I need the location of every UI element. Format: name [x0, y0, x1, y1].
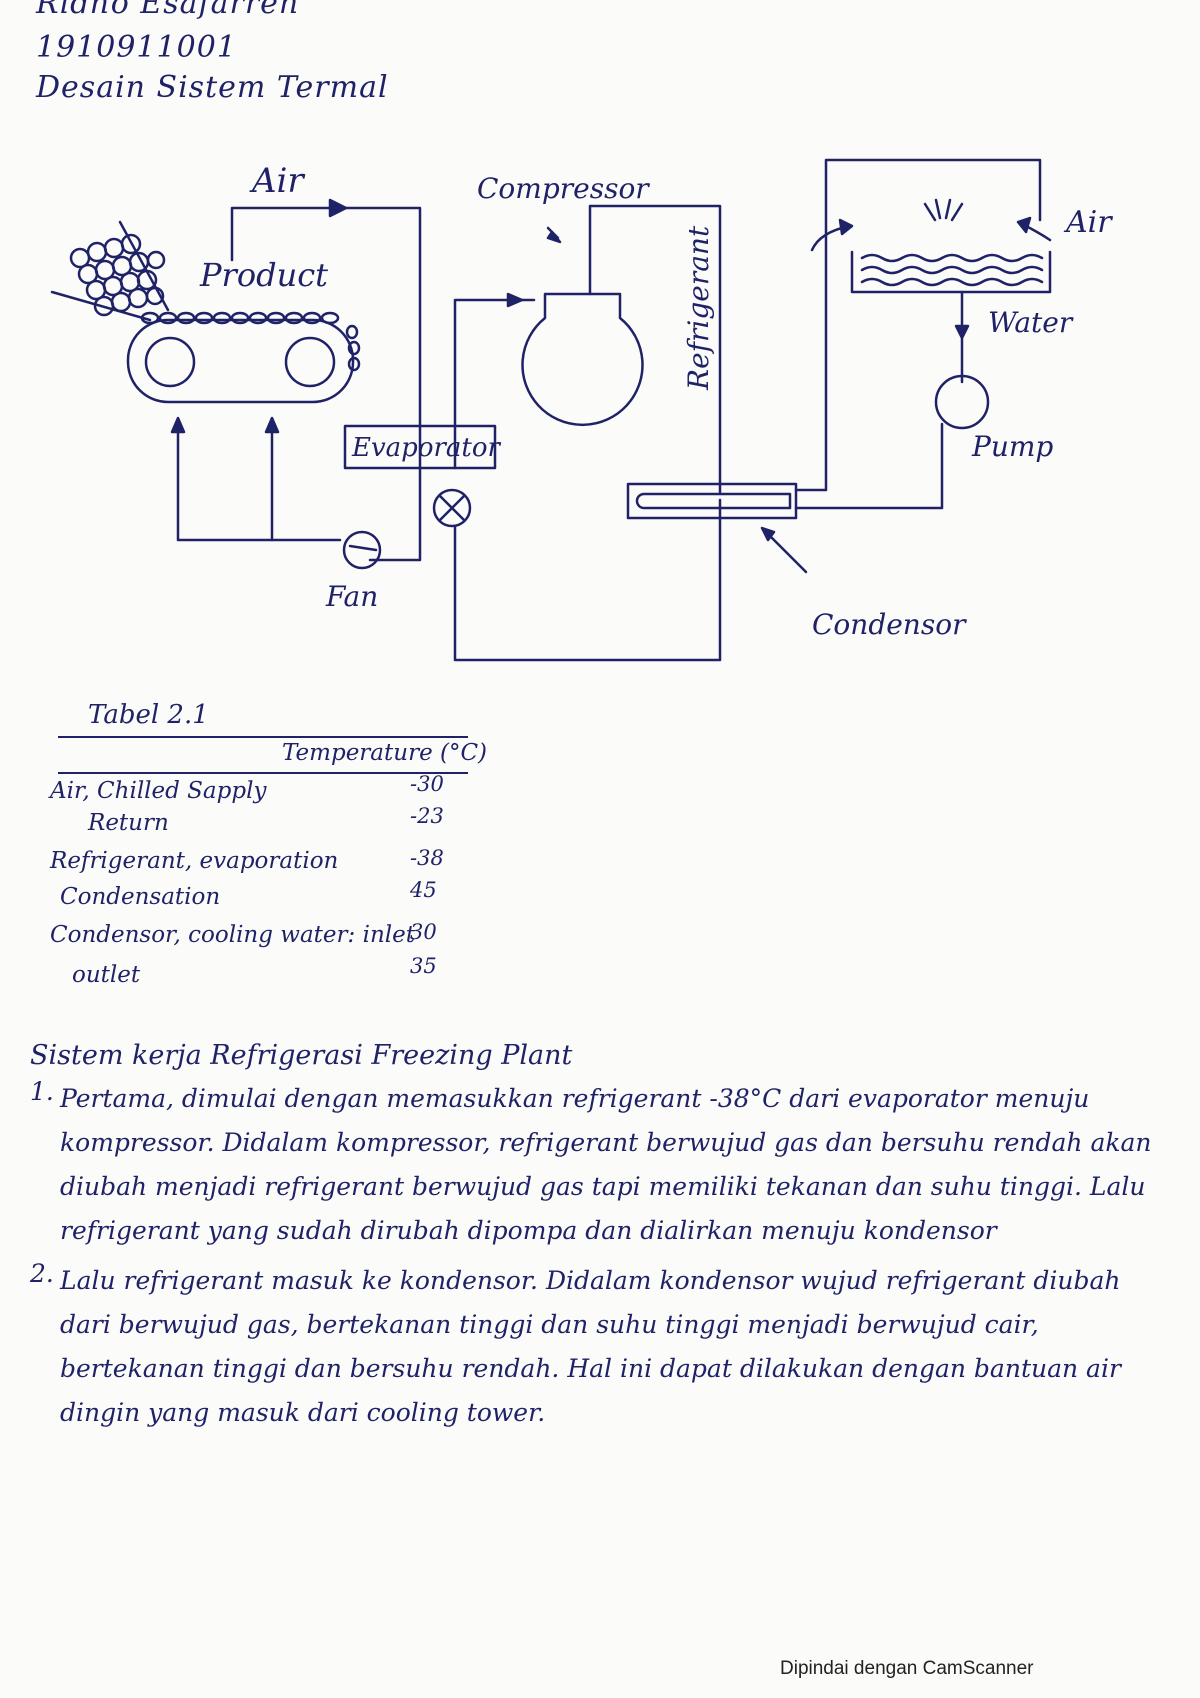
label-condensor: Condensor	[812, 608, 967, 641]
label-air-right: Air	[1063, 205, 1113, 240]
table-row-label: Condensation	[60, 884, 221, 910]
table-row-value: -23	[410, 804, 444, 828]
compressor-icon	[521, 292, 644, 427]
table-row-label: outlet	[72, 962, 141, 988]
air-arrow	[328, 198, 348, 218]
label-pump: Pump	[971, 430, 1053, 463]
condensor-pointer	[764, 530, 808, 574]
author-name: Ridho Esafarren	[36, 0, 300, 21]
condenser-box	[626, 482, 798, 520]
table-row-value: 35	[410, 954, 437, 978]
compressor-discharge	[588, 204, 722, 494]
table-column-header: Temperature (°C)	[282, 740, 488, 766]
label-product: Product	[199, 256, 328, 294]
table-row-value: 30	[410, 920, 437, 944]
list-item-number: 2.	[30, 1259, 54, 1288]
fan-icon	[342, 530, 382, 570]
diagram-svg: Air Compressor Product Refrigerant Air W…	[50, 158, 1113, 662]
refrigeration-diagram: Air Compressor Product Refrigerant Air W…	[0, 120, 1200, 680]
student-id: 1910911001	[36, 30, 237, 65]
table-caption: Tabel 2.1	[88, 700, 209, 730]
chilled-air-supply	[176, 418, 342, 542]
table-row-label: Air, Chilled Sapply	[50, 778, 267, 804]
air-duct	[230, 206, 422, 562]
list-item-number: 1.	[30, 1077, 54, 1106]
cooling-water-return	[794, 158, 1042, 492]
label-compressor: Compressor	[477, 172, 650, 205]
list-item: 1. Pertama, dimulai dengan memasukkan re…	[30, 1077, 1180, 1253]
cooling-tower-basin	[850, 250, 1052, 294]
table-row-label: Condensor, cooling water: inlet	[50, 922, 415, 948]
expansion-valve-icon	[432, 488, 472, 528]
product-pile-icon	[50, 220, 170, 322]
table-row-value: 45	[410, 878, 437, 902]
table-row-value: -30	[410, 772, 444, 796]
pump-icon	[934, 374, 990, 430]
table-rule-top	[58, 736, 468, 738]
temperature-table: Tabel 2.1 Temperature (°C) Air, Chilled …	[50, 700, 510, 1010]
label-water: Water	[988, 306, 1074, 339]
table-row-value: -38	[410, 846, 444, 870]
conveyor-belt	[126, 318, 355, 404]
course-title: Desain Sistem Termal	[36, 70, 389, 105]
table-rule-header	[58, 772, 468, 774]
list-item-text: Lalu refrigerant masuk ke kondensor. Did…	[60, 1266, 1121, 1427]
label-evaporator: Evaporator	[351, 433, 501, 463]
list-item: 2. Lalu refrigerant masuk ke kondensor. …	[30, 1259, 1180, 1435]
section-title: Sistem kerja Refrigerasi Freezing Plant	[30, 1040, 573, 1071]
label-refrigerant: Refrigerant	[682, 225, 715, 391]
conveyor-roller-left	[144, 336, 196, 388]
spray-icon	[923, 198, 964, 222]
body-text: Sistem kerja Refrigerasi Freezing Plant …	[30, 1040, 1180, 1435]
product-on-belt-icon	[140, 311, 361, 372]
table-row-label: Refrigerant, evaporation	[50, 848, 339, 874]
cooling-water-supply	[794, 422, 944, 510]
label-air-top: Air	[249, 161, 305, 201]
label-fan: Fan	[325, 580, 378, 613]
evaporator-box	[343, 424, 497, 470]
conveyor-roller-right	[284, 336, 336, 388]
list-item-text: Pertama, dimulai dengan memasukkan refri…	[60, 1084, 1152, 1245]
refrigerant-line-valve-to-cond	[453, 498, 722, 662]
scanner-watermark: Dipindai dengan CamScanner	[780, 1658, 1034, 1679]
table-row-label: Return	[88, 810, 169, 836]
